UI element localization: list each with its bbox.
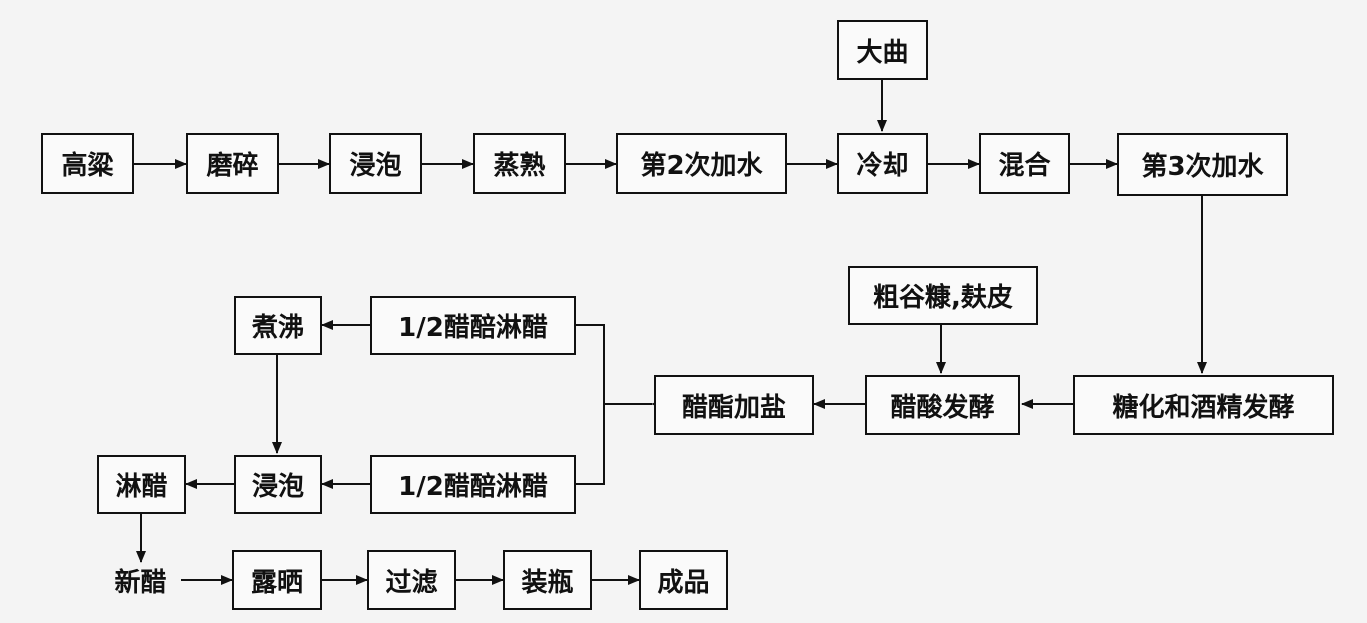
node-saccharification-alcohol-fermentation: 糖化和酒精发酵 — [1073, 375, 1334, 435]
node-bottling: 装瓶 — [503, 550, 592, 610]
node-sunning: 露晒 — [232, 550, 322, 610]
node-half-leaching-top: 1/2醋醅淋醋 — [370, 296, 576, 355]
node-boiling: 煮沸 — [234, 296, 322, 355]
node-steaming: 蒸熟 — [473, 133, 566, 194]
bracket-split-halves — [576, 324, 605, 485]
node-new-vinegar: 新醋 — [114, 567, 167, 598]
node-half-leaching-bottom: 1/2醋醅淋醋 — [370, 455, 576, 514]
node-water-2: 第2次加水 — [616, 133, 787, 194]
node-sorghum: 高粱 — [41, 133, 134, 194]
node-cooling: 冷却 — [837, 133, 928, 194]
node-salting: 醋酯加盐 — [654, 375, 814, 435]
node-soaking-2: 浸泡 — [234, 455, 322, 514]
node-husk-bran: 粗谷糠,麸皮 — [848, 266, 1038, 325]
node-product: 成品 — [639, 550, 728, 610]
node-mixing: 混合 — [979, 133, 1070, 194]
node-leaching: 淋醋 — [97, 455, 186, 514]
node-water-3: 第3次加水 — [1117, 133, 1288, 196]
node-filtering: 过滤 — [367, 550, 456, 610]
node-grinding: 磨碎 — [186, 133, 279, 194]
node-acetic-fermentation: 醋酸发酵 — [865, 375, 1020, 435]
node-daqu: 大曲 — [837, 20, 928, 80]
node-soaking-1: 浸泡 — [329, 133, 422, 194]
